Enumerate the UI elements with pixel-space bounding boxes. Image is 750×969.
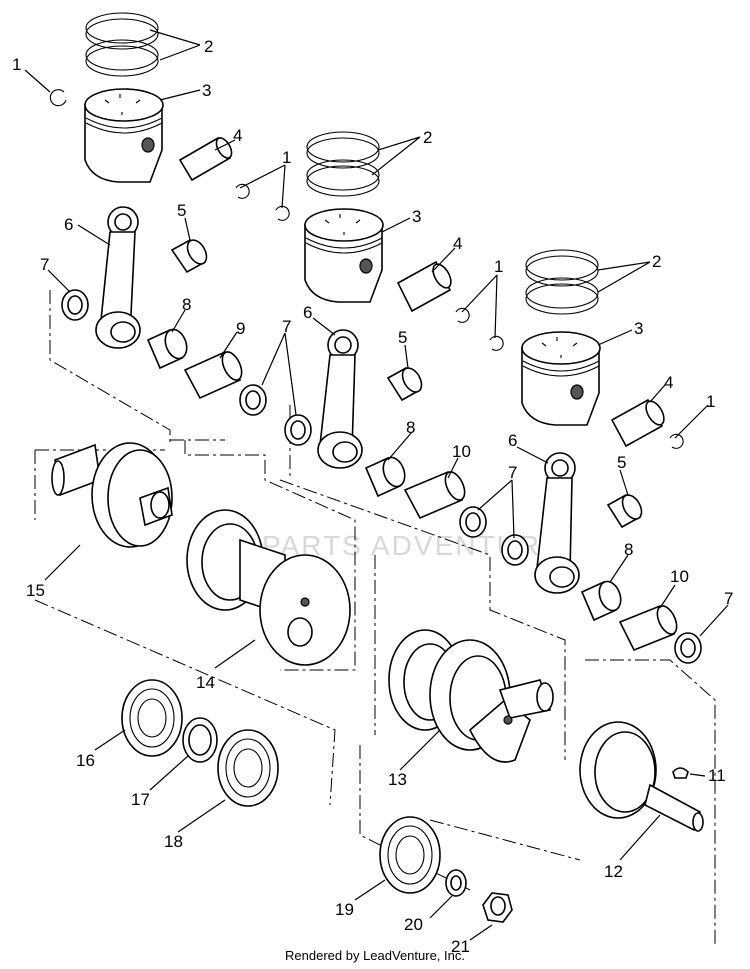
connecting-rod-b (317, 329, 363, 469)
woodruff-key-11 (672, 767, 689, 779)
connecting-rod-c (534, 452, 580, 594)
piston-pin-c (610, 398, 665, 448)
crankshaft-section-14 (186, 509, 351, 666)
crankshaft-end-15 (51, 442, 173, 548)
dashed-assembly-lines (34, 290, 716, 945)
crank-pin-9 (183, 350, 243, 400)
piston-ring-set-b (306, 131, 380, 197)
circlip-a (49, 89, 67, 107)
callout-1: 1 (12, 55, 21, 74)
needle-bearing-b (386, 366, 423, 402)
circlip-a2 (235, 183, 290, 221)
callout-13: 13 (388, 770, 407, 789)
piston-pin-b (396, 260, 452, 313)
leader-lines (24, 29, 729, 941)
crank-pin-10-b (403, 470, 466, 520)
crank-pin-10-c (618, 604, 678, 652)
big-end-bearing-b (364, 456, 406, 498)
piston-ring-set-c (525, 249, 599, 315)
callout-21: 21 (451, 937, 470, 956)
callout-6: 6 (508, 431, 517, 450)
thrust-washer-a (61, 289, 89, 321)
callout-5: 5 (177, 201, 186, 220)
needle-bearing-a (170, 238, 208, 274)
callout-6: 6 (64, 215, 73, 234)
piston-b (304, 208, 384, 303)
callout-18: 18 (164, 832, 183, 851)
callout-5: 5 (617, 453, 626, 472)
callout-16: 16 (76, 751, 95, 770)
callout-1: 1 (282, 148, 291, 167)
piston-a (84, 88, 164, 183)
big-end-bearing-c (580, 580, 622, 622)
thrust-washer-b (239, 384, 312, 446)
callout-5: 5 (398, 328, 407, 347)
callout-10: 10 (670, 567, 689, 586)
big-end-bearing-a (146, 328, 188, 370)
nut-21 (482, 892, 513, 923)
seal-17 (182, 717, 218, 763)
callout-10: 10 (452, 442, 471, 461)
crankshaft-end-12 (579, 721, 704, 832)
piston-c (521, 331, 601, 426)
callout-14: 14 (196, 673, 215, 692)
callout-2: 2 (652, 252, 661, 271)
callout-20: 20 (404, 915, 423, 934)
callout-labels: 1 2 3 4 1 2 3 4 1 2 3 4 1 6 5 7 8 9 7 6 … (12, 37, 733, 956)
callout-3: 3 (412, 207, 421, 226)
piston-ring-set-a (85, 12, 159, 77)
callout-4: 4 (233, 126, 242, 145)
callout-7: 7 (724, 589, 733, 608)
callout-4: 4 (453, 234, 462, 253)
thrust-washer-d (674, 632, 702, 664)
thrust-washer-c (459, 506, 529, 566)
callout-7: 7 (40, 255, 49, 274)
callout-1: 1 (706, 392, 715, 411)
connecting-rod-a (95, 206, 141, 349)
ball-bearing-16 (121, 679, 183, 757)
callout-8: 8 (182, 295, 191, 314)
callout-1: 1 (494, 257, 503, 276)
callout-6: 6 (303, 303, 312, 322)
callout-4: 4 (664, 373, 673, 392)
callout-3: 3 (634, 319, 643, 338)
needle-bearing-c (606, 493, 643, 529)
callout-19: 19 (335, 900, 354, 919)
callout-7: 7 (282, 317, 291, 336)
ball-bearing-19 (379, 816, 441, 894)
piston-pin-a (178, 136, 233, 182)
callout-2: 2 (423, 128, 432, 147)
callout-15: 15 (26, 581, 45, 600)
crankshaft-section-13 (388, 629, 554, 763)
footer-credit: Rendered by LeadVenture, Inc. (285, 948, 465, 963)
callout-11: 11 (708, 766, 726, 785)
ball-bearing-18 (217, 729, 279, 807)
circlip-c (669, 433, 684, 449)
callout-7: 7 (508, 463, 517, 482)
callout-3: 3 (202, 81, 211, 100)
callout-8: 8 (624, 540, 633, 559)
callout-9: 9 (236, 319, 245, 338)
callout-17: 17 (131, 790, 150, 809)
callout-12: 12 (604, 862, 623, 881)
callout-8: 8 (406, 418, 415, 437)
washer-20 (445, 869, 467, 897)
callout-2: 2 (204, 37, 213, 56)
circlip-b (455, 307, 504, 351)
